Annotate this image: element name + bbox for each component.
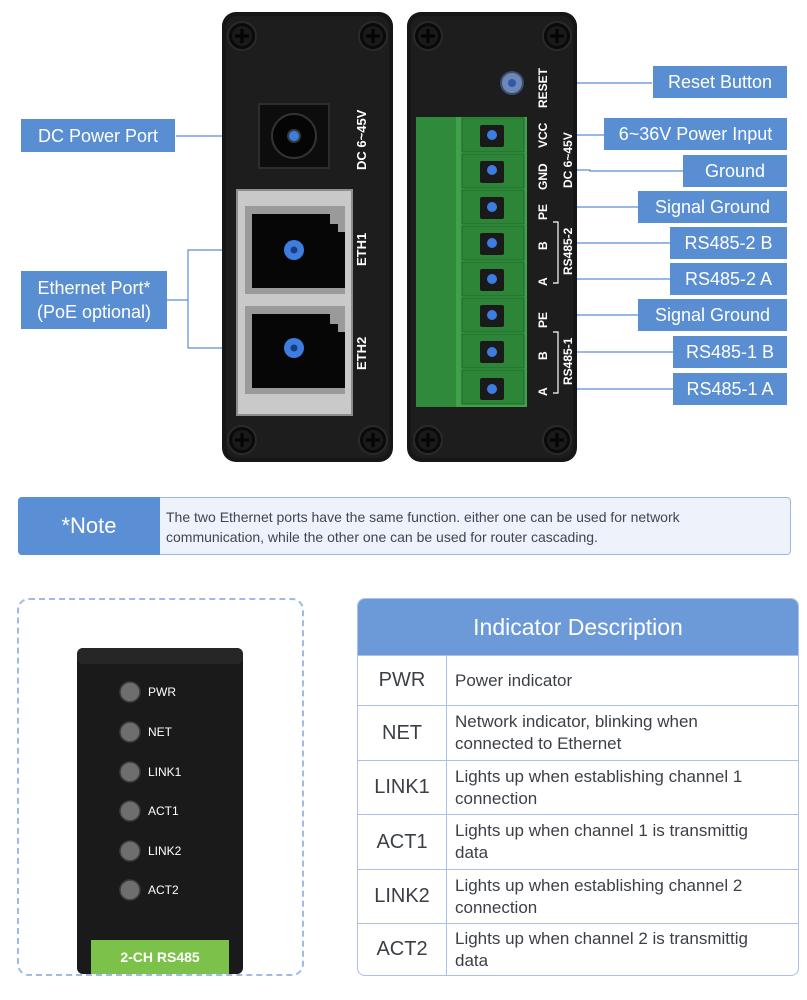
table-row: ACT1 Lights up when channel 1 is transmi… xyxy=(358,814,798,869)
reset-label: RESET xyxy=(536,67,550,108)
table-row: ACT2 Lights up when channel 2 is transmi… xyxy=(358,923,798,975)
desc-line: data xyxy=(455,843,489,862)
note-box: *Note The two Ethernet ports have the sa… xyxy=(18,497,791,555)
led-label-link1: LINK1 xyxy=(148,765,182,779)
led-dots xyxy=(119,681,141,901)
note-tag: *Note xyxy=(18,497,160,555)
table-row: PWR Power indicator xyxy=(358,655,798,705)
table-cell-name: PWR xyxy=(358,656,447,705)
desc-line: data xyxy=(455,950,489,970)
indicator-table: Indicator Description PWR Power indicato… xyxy=(357,598,799,976)
led-label-link2: LINK2 xyxy=(148,844,182,858)
model-label: 2-CH RS485 xyxy=(120,949,200,965)
rs485-2-label: RS485-2 xyxy=(561,227,575,275)
desc-line: connected to Ethernet xyxy=(455,734,622,753)
table-cell-name: LINK1 xyxy=(358,761,447,814)
table-row: NET Network indicator, blinking when con… xyxy=(358,705,798,760)
front-panel: DC 6~45V ETH1 ETH2 xyxy=(222,12,393,462)
table-row: LINK2 Lights up when establishing channe… xyxy=(358,869,798,923)
rs485-1-label: RS485-1 xyxy=(561,337,575,385)
vcc-label: VCC xyxy=(536,122,550,148)
table-cell-desc: Lights up when establishing channel 2 co… xyxy=(447,870,798,923)
b2-label: B xyxy=(536,241,550,250)
a1-label: A xyxy=(536,387,550,396)
gnd-label: GND xyxy=(536,163,550,190)
desc-line: Power indicator xyxy=(455,670,573,690)
led-label-act2: ACT2 xyxy=(148,883,179,897)
ethernet-port-callout-line1: Ethernet Port* xyxy=(37,278,151,298)
ethernet-port-callout-line2: (PoE optional) xyxy=(36,302,152,322)
rs485-2-a-callout: RS485-2 A xyxy=(670,263,787,295)
signal-ground-1-callout: Signal Ground xyxy=(638,299,787,331)
signal-ground-2-callout: Signal Ground xyxy=(638,191,787,223)
rs485-1-b-callout: RS485-1 B xyxy=(673,336,787,368)
note-line-1: The two Ethernet ports have the same fun… xyxy=(166,509,680,525)
table-cell-name: ACT2 xyxy=(358,924,447,975)
dc-jack xyxy=(258,103,330,169)
note-line-2: communication, while the other one can b… xyxy=(166,529,598,545)
b1-label: B xyxy=(536,351,550,360)
desc-line: Lights up when channel 2 is transmittig xyxy=(455,928,748,948)
desc-line: connection xyxy=(455,788,538,808)
rs485-2-b-callout: RS485-2 B xyxy=(670,227,787,259)
device-diagram: DC 6~45V ETH1 ETH2 xyxy=(167,12,683,462)
ground-callout: Ground xyxy=(683,155,787,187)
ethernet-port-callout: Ethernet Port* (PoE optional) xyxy=(21,271,167,329)
a2-label: A xyxy=(536,277,550,286)
desc-line: Lights up when establishing channel 2 xyxy=(455,875,743,895)
dc-port-label: DC 6~45V xyxy=(354,109,369,170)
desc-line: connection xyxy=(455,897,538,917)
pe1-label: PE xyxy=(536,312,550,328)
table-cell-desc: Power indicator xyxy=(447,656,798,705)
note-text: The two Ethernet ports have the same fun… xyxy=(166,507,776,547)
table-cell-name: NET xyxy=(358,706,447,760)
led-label-act1: ACT1 xyxy=(148,804,179,818)
terminal-panel: RESET VCC GND DC 6~45V PE B A RS485-2 PE… xyxy=(407,12,577,462)
dc-range-label: DC 6~45V xyxy=(561,132,575,188)
indicator-table-title: Indicator Description xyxy=(358,599,798,655)
indicator-panel: PWR NET LINK1 ACT1 LINK2 ACT2 2-CH RS485 xyxy=(17,598,304,976)
dc-power-port-callout: DC Power Port xyxy=(21,119,175,152)
table-cell-name: ACT1 xyxy=(358,815,447,869)
table-cell-desc: Lights up when channel 1 is transmittig … xyxy=(447,815,798,869)
eth2-label: ETH2 xyxy=(354,337,369,370)
desc-line: Lights up when channel 1 is transmittig xyxy=(455,821,748,840)
reset-button-callout: Reset Button xyxy=(653,66,787,98)
rs485-1-a-callout: RS485-1 A xyxy=(673,373,787,405)
table-row: LINK1 Lights up when establishing channe… xyxy=(358,760,798,814)
power-input-callout: 6~36V Power Input xyxy=(604,118,787,150)
eth1-label: ETH1 xyxy=(354,233,369,266)
led-label-pwr: PWR xyxy=(148,685,176,699)
desc-line: Lights up when establishing channel 1 xyxy=(455,766,743,786)
table-cell-desc: Network indicator, blinking when connect… xyxy=(447,706,798,760)
ethernet-ports xyxy=(236,189,353,416)
pe2-label: PE xyxy=(536,204,550,220)
table-cell-desc: Lights up when establishing channel 1 co… xyxy=(447,761,798,814)
table-cell-name: LINK2 xyxy=(358,870,447,923)
table-cell-desc: Lights up when channel 2 is transmittig … xyxy=(447,924,798,975)
indicator-device: PWR NET LINK1 ACT1 LINK2 ACT2 2-CH RS485 xyxy=(77,648,243,974)
led-label-net: NET xyxy=(148,725,173,739)
desc-line: Network indicator, blinking when xyxy=(455,712,698,731)
